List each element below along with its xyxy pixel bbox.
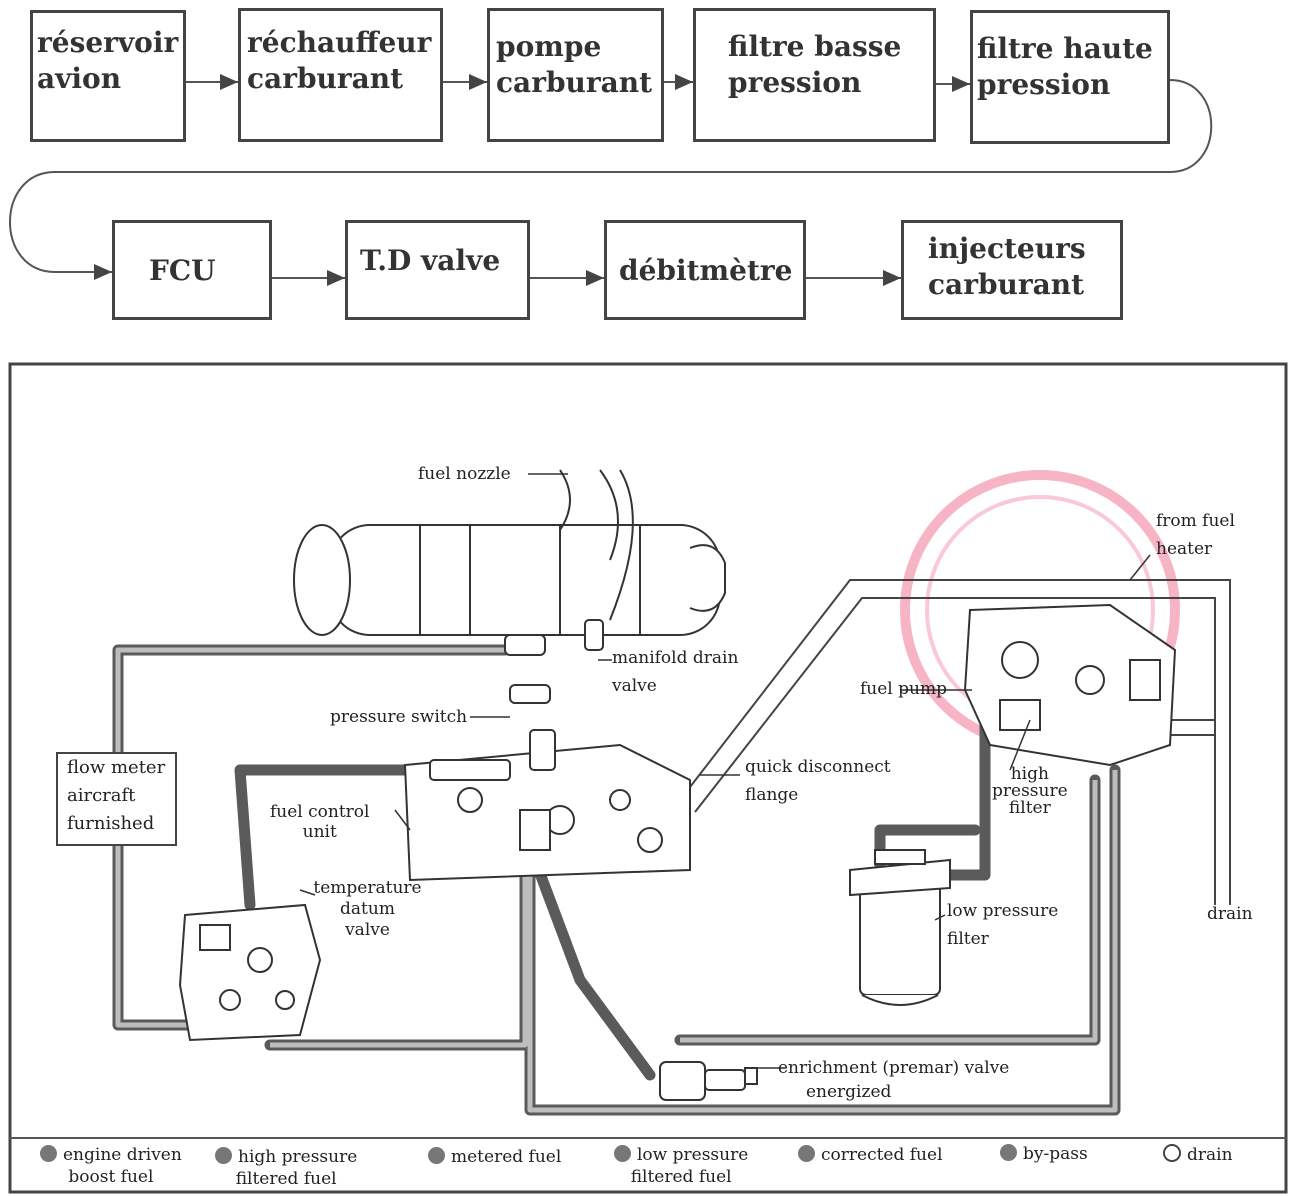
label-line: filter [992, 800, 1068, 817]
pipe-lpfilter-to-pump [945, 720, 985, 875]
filled-dot-icon [428, 1147, 445, 1164]
label-fuel-nozzle: fuel nozzle [418, 463, 511, 485]
label-line: furnished [67, 810, 165, 838]
label-low-pressure-filter: low pressure filter [947, 900, 1058, 950]
label-line: aircraft [67, 782, 165, 810]
label-temperature-datum-valve: temperature datum valve [305, 878, 430, 941]
pipe-fcu-to-enrichment [535, 860, 650, 1075]
label-line: flange [745, 784, 891, 806]
filled-dot-icon [215, 1147, 232, 1164]
legend-label: filtered fuel [215, 1168, 357, 1190]
legend-label: engine driven [63, 1145, 182, 1165]
label-flow-meter: flow meter aircraft furnished [67, 754, 165, 838]
label-manifold-drain-valve: manifold drain valve [612, 647, 738, 697]
filled-dot-icon [40, 1145, 57, 1162]
label-line: heater [1156, 538, 1235, 560]
legend-label: filtered fuel [614, 1166, 748, 1188]
fuel-control-unit [405, 730, 690, 880]
legend-by-pass: by-pass [1000, 1143, 1088, 1165]
label-line: low pressure [947, 900, 1058, 922]
label-line: valve [612, 675, 738, 697]
td-valve [180, 905, 320, 1040]
legend-label: metered fuel [451, 1147, 561, 1167]
label-high-pressure-filter: high pressure filter [992, 766, 1068, 817]
label-line: unit [270, 822, 369, 842]
filled-dot-icon [1000, 1144, 1017, 1161]
legend-high-pressure-filtered-fuel: high pressure filtered fuel [215, 1146, 357, 1190]
label-line: datum [305, 899, 430, 920]
label-line: manifold drain [612, 647, 738, 669]
label-from-fuel-heater: from fuel heater [1156, 510, 1235, 560]
filled-dot-icon [798, 1145, 815, 1162]
low-pressure-filter [850, 850, 950, 1005]
label-fuel-pump: fuel pump [860, 678, 947, 700]
legend-engine-driven-boost-fuel: engine driven boost fuel [40, 1144, 182, 1188]
combustor [294, 470, 725, 635]
label-line: energized [778, 1081, 919, 1103]
legend-label: low pressure [637, 1145, 748, 1165]
legend-label: by-pass [1023, 1144, 1088, 1164]
label-line: enrichment (premar) valve [778, 1057, 1009, 1079]
fuel-pump [965, 605, 1175, 765]
label-pressure-switch: pressure switch [330, 706, 467, 728]
label-enrichment-valve: enrichment (premar) valve energized [778, 1057, 1009, 1103]
legend-label: drain [1187, 1145, 1233, 1165]
label-line: fuel control [270, 802, 369, 822]
label-line: flow meter [67, 754, 165, 782]
open-circle-icon [1163, 1144, 1181, 1162]
label-line: valve [305, 920, 430, 941]
legend-low-pressure-filtered-fuel: low pressure filtered fuel [614, 1144, 748, 1188]
label-drain: drain [1207, 903, 1253, 925]
legend-label: boost fuel [40, 1166, 182, 1188]
legend-label: high pressure [238, 1147, 357, 1167]
label-line: from fuel [1156, 510, 1235, 532]
label-fuel-control-unit: fuel control unit [270, 802, 369, 842]
label-line: filter [947, 928, 1058, 950]
label-quick-disconnect-flange: quick disconnect flange [745, 756, 891, 806]
enrichment-valve [660, 1062, 757, 1100]
filled-dot-icon [614, 1145, 631, 1162]
legend-metered-fuel: metered fuel [428, 1146, 561, 1168]
label-line: temperature [305, 878, 430, 899]
label-line: quick disconnect [745, 756, 891, 778]
legend-drain: drain [1163, 1144, 1233, 1166]
legend-corrected-fuel: corrected fuel [798, 1144, 943, 1166]
legend-label: corrected fuel [821, 1145, 943, 1165]
